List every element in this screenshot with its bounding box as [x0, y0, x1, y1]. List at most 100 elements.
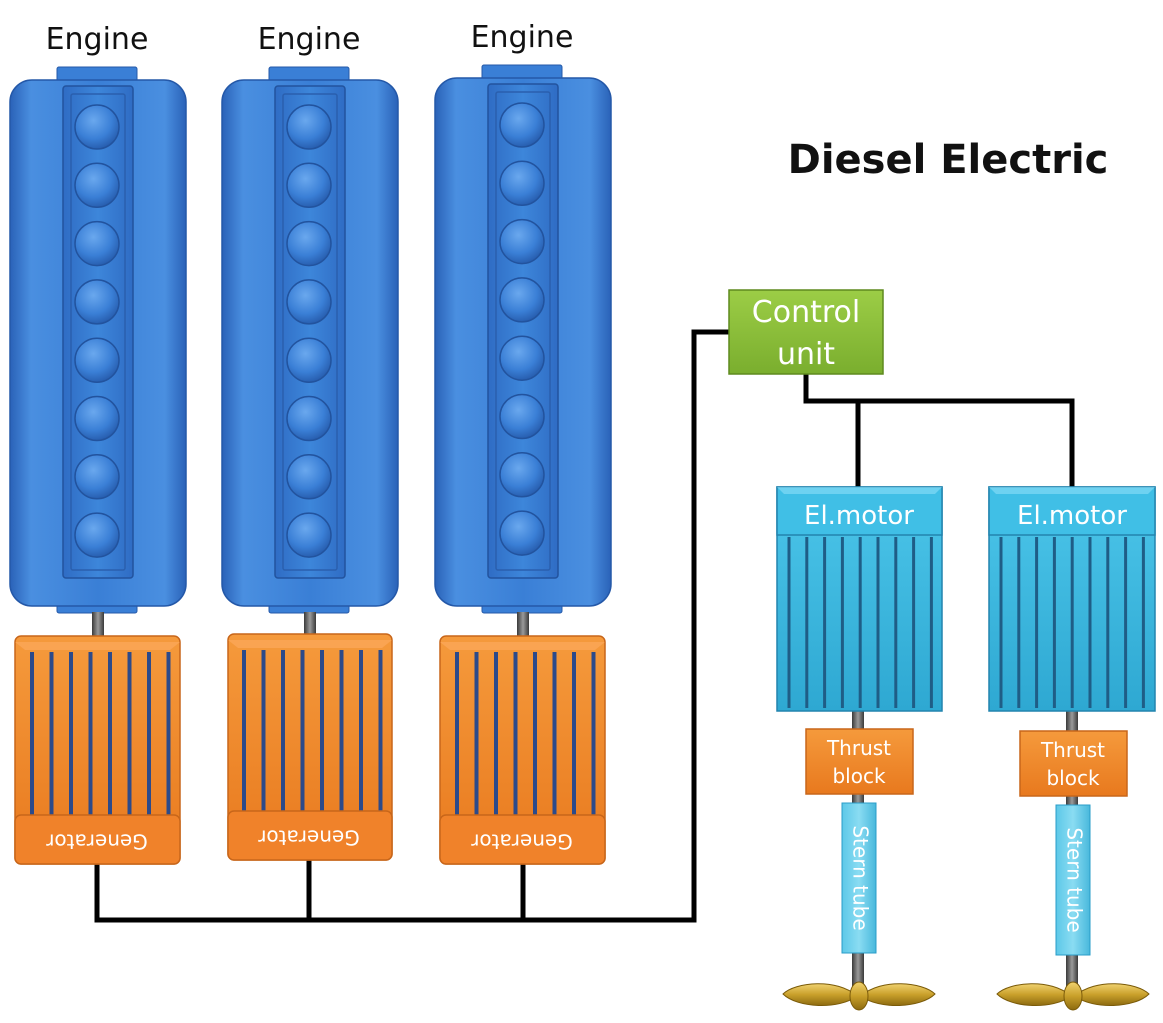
thrust-block-box	[1019, 730, 1128, 797]
el-motor-windings	[999, 537, 1145, 708]
thrust-block-box	[805, 728, 914, 795]
propeller-blade-right	[1074, 983, 1150, 1006]
thrust-block-label-line2: block	[1046, 766, 1099, 790]
el-motor-bevel	[989, 487, 1155, 494]
stern-tube: Stern tube	[1055, 804, 1091, 956]
propulsion-drive-1: El.motor Thrust block Stern tube	[776, 486, 943, 1011]
generator-label-band	[439, 814, 606, 865]
cylinder-2	[74, 162, 120, 209]
cylinder-head-strip	[62, 85, 134, 579]
engine-generator-set-2: Engine Generator	[221, 22, 399, 861]
propulsion-drive-2: El.motor Thrust block Stern tube	[988, 486, 1156, 1011]
cylinder-5	[286, 337, 332, 383]
stern-tube-body	[841, 802, 877, 954]
propeller-hub	[849, 981, 869, 1011]
engine-shaft	[304, 612, 316, 636]
cylinder-3	[499, 218, 545, 265]
cylinder-1	[286, 104, 332, 150]
cylinder-2	[286, 162, 332, 209]
propeller-blade-left	[996, 983, 1072, 1006]
cylinder-6	[74, 395, 120, 442]
cylinder-5	[74, 337, 120, 383]
thrust-block: Thrust block	[805, 728, 914, 795]
generator: Generator	[227, 633, 393, 861]
propeller	[782, 981, 936, 1011]
cylinder-strip-inner	[495, 91, 551, 571]
engine-shaft	[517, 612, 529, 638]
generator-windings	[455, 652, 596, 815]
engine-shaft	[92, 612, 104, 638]
propeller-blade-right	[860, 983, 936, 1006]
stern-tube: Stern tube	[841, 802, 877, 954]
power-cables	[94, 329, 1075, 923]
cylinder-5	[499, 335, 545, 381]
generator-label-band	[14, 814, 181, 865]
el-motor-label-band	[988, 486, 1156, 536]
generator-label: Generator	[470, 830, 572, 854]
thrust-block-label-line1: Thrust	[826, 736, 891, 760]
cylinder-4	[499, 277, 545, 323]
propeller	[996, 981, 1150, 1011]
generator-bevel	[15, 642, 180, 650]
motor-feed-cable	[803, 374, 1075, 487]
cylinder-4	[74, 279, 120, 325]
thrust-block-label-line2: block	[832, 764, 885, 788]
cylinders	[286, 104, 332, 558]
stern-tube-label: Stern tube	[1063, 827, 1087, 932]
engine-generator-set-3: Engine Generator	[434, 20, 612, 865]
el-motor: El.motor	[988, 486, 1156, 712]
cylinder-strip-inner	[282, 93, 338, 571]
el-motor-label: El.motor	[1017, 501, 1127, 531]
el-motor: El.motor	[776, 486, 943, 712]
generator-label-band	[227, 810, 393, 861]
cylinder-1	[499, 102, 545, 148]
cylinder-2	[499, 160, 545, 207]
cylinder-head-strip	[274, 85, 346, 579]
control-unit-label-line2: unit	[777, 337, 835, 372]
generator: Generator	[14, 635, 181, 865]
generator-windings	[242, 650, 383, 811]
thrust-block: Thrust block	[1019, 730, 1128, 797]
cylinders	[74, 104, 120, 558]
cylinder-4	[286, 279, 332, 325]
generator-bus-cable	[94, 329, 730, 923]
cylinder-head-strip	[487, 83, 559, 579]
el-motor-windings	[787, 537, 933, 708]
el-motor-bevel	[777, 487, 942, 494]
stern-tube-label: Stern tube	[849, 825, 873, 930]
engine-label: Engine	[471, 20, 574, 55]
el-motor-label-band	[776, 486, 943, 536]
cylinder-8	[499, 510, 545, 556]
cylinder-7	[286, 454, 332, 500]
engine-label: Engine	[46, 22, 149, 57]
cylinder-8	[286, 512, 332, 558]
el-motor-label: El.motor	[804, 501, 914, 531]
cylinders	[499, 102, 545, 556]
generator: Generator	[439, 635, 606, 865]
cylinder-7	[499, 452, 545, 498]
cylinder-6	[286, 395, 332, 442]
diagram-title: Diesel Electric	[788, 137, 1109, 183]
control-unit-label-line1: Control	[752, 295, 860, 330]
generator-label: Generator	[257, 826, 359, 850]
cylinder-8	[74, 512, 120, 558]
cylinder-6	[499, 393, 545, 440]
cylinder-1	[74, 104, 120, 150]
cylinder-7	[74, 454, 120, 500]
generator-label: Generator	[45, 830, 147, 854]
thrust-block-label-line1: Thrust	[1040, 738, 1105, 762]
cylinder-strip-inner	[70, 93, 126, 571]
engine-label: Engine	[258, 22, 361, 57]
generator-bevel	[440, 642, 605, 650]
cylinder-3	[74, 220, 120, 267]
stern-tube-body	[1055, 804, 1091, 956]
control-unit: Control unit	[728, 289, 884, 375]
propeller-blade-left	[782, 983, 858, 1006]
propeller-hub	[1063, 981, 1083, 1011]
engine-generator-set-1: Engine Generator	[9, 22, 187, 865]
control-unit-box	[728, 289, 884, 375]
cylinder-3	[286, 220, 332, 267]
generator-windings	[30, 652, 171, 815]
